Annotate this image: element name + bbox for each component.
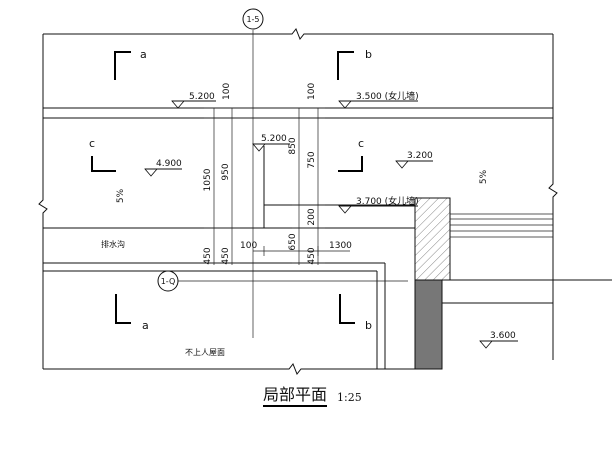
axis-1-5: 1-5: [242, 8, 264, 338]
dim-100-horizontal: 100: [240, 241, 257, 251]
svg-text:5.200: 5.200: [261, 134, 287, 144]
elevation-marker-4: 4.900: [144, 159, 182, 177]
slope-label-right: 5%: [479, 169, 489, 184]
elevation-marker-5: 3.200: [395, 151, 433, 169]
dim-650: 650: [288, 233, 298, 250]
section-marker-c-right: c: [338, 137, 364, 172]
svg-text:3.700 (女儿墙): 3.700 (女儿墙): [356, 195, 419, 207]
section-marker-b-bottom: b: [339, 294, 372, 332]
right-stair-lines: [442, 213, 612, 304]
plan-title: 局部平面: [263, 385, 327, 404]
svg-text:3.500 (女儿墙): 3.500 (女儿墙): [356, 90, 419, 102]
inner-channel: [263, 146, 416, 369]
section-marker-c-left: c: [89, 137, 116, 172]
section-marker-a-top: a: [114, 48, 147, 80]
svg-text:c: c: [89, 137, 95, 150]
roof-label: 不上人屋面: [185, 348, 225, 357]
dim-100-left: 100: [222, 83, 232, 100]
dim-100-right: 100: [307, 83, 317, 100]
svg-text:5.200: 5.200: [189, 92, 215, 102]
elevation-marker-7: 3.600: [479, 331, 518, 349]
section-marker-b-top: b: [337, 48, 372, 80]
dim-850: 850: [288, 137, 298, 154]
svg-text:c: c: [358, 137, 364, 150]
dim-1300: 1300: [329, 241, 352, 251]
parapet-band: [43, 107, 553, 119]
dim-450-c: 450: [307, 247, 317, 264]
axis-label-vertical: 1-5: [246, 15, 259, 24]
axis-1-Q: 1-Q: [157, 270, 408, 292]
elevation-marker-2: 3.500 (女儿墙): [338, 90, 419, 109]
svg-text:4.900: 4.900: [156, 159, 182, 169]
svg-text:3.200: 3.200: [407, 151, 433, 161]
elevation-marker-3: 5.200: [252, 134, 290, 152]
plan-scale: 1:25: [337, 391, 362, 404]
svg-text:b: b: [365, 48, 372, 61]
elevation-marker-1: 5.200: [171, 92, 216, 109]
elevation-marker-6: 3.700 (女儿墙): [338, 195, 419, 214]
slope-label-left: 5%: [116, 188, 126, 203]
dimension-lines: [204, 107, 350, 265]
dim-950: 950: [221, 163, 231, 180]
drain-gutter-label: 排水沟: [101, 239, 125, 249]
svg-text:b: b: [365, 319, 372, 332]
section-marker-a-bottom: a: [115, 294, 149, 332]
dim-1050: 1050: [203, 168, 213, 191]
dim-750: 750: [307, 151, 317, 168]
svg-text:a: a: [142, 319, 149, 332]
outer-frame: [38, 28, 558, 375]
svg-text:a: a: [140, 48, 147, 61]
wall-column: [414, 197, 451, 370]
axis-label-horizontal: 1-Q: [161, 277, 176, 286]
dim-200: 200: [307, 208, 317, 225]
svg-text:3.600: 3.600: [490, 331, 516, 341]
dim-450-b: 450: [221, 247, 231, 264]
dim-450-a: 450: [203, 247, 213, 264]
